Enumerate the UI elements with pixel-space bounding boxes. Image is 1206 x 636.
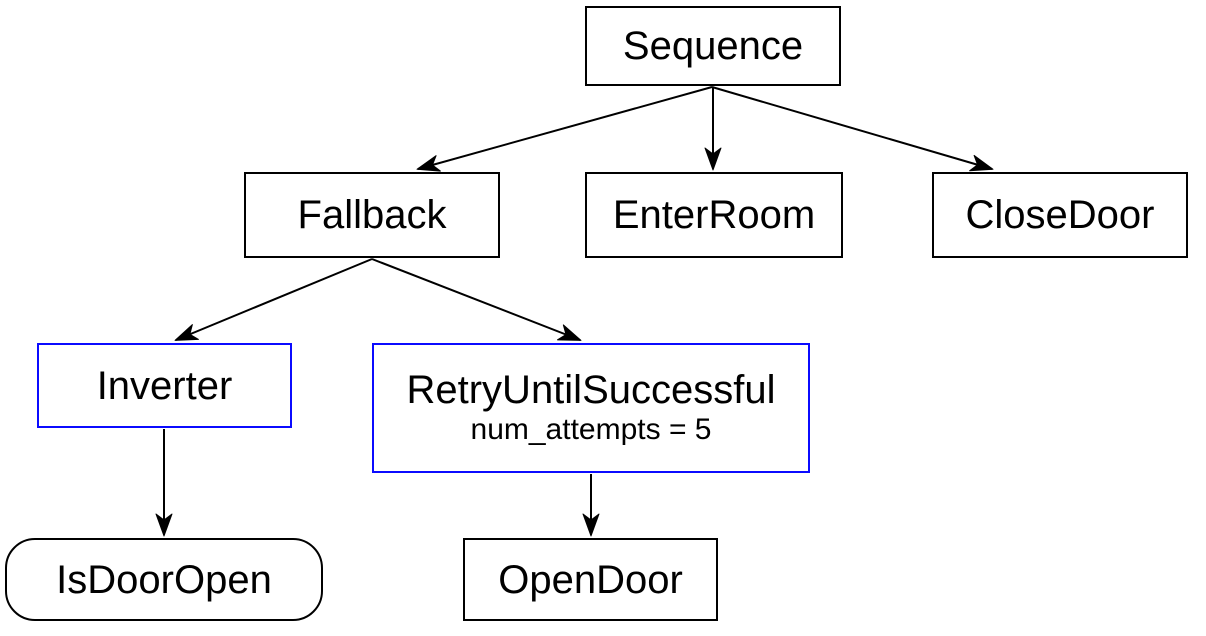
node-is-door-open: IsDoorOpen [5,538,323,621]
node-inverter: Inverter [37,343,292,428]
node-enter-room-label: EnterRoom [612,193,816,237]
node-close-door: CloseDoor [932,172,1188,258]
node-is-door-open-label: IsDoorOpen [56,557,272,602]
node-retry-until-successful: RetryUntilSuccessful num_attempts = 5 [372,343,810,473]
node-retry-param: num_attempts = 5 [470,413,712,446]
edge-sequence-to-closedoor [711,86,994,172]
node-retry-label: RetryUntilSuccessful [406,368,776,412]
node-fallback-label: Fallback [297,193,447,237]
node-inverter-label: Inverter [96,363,233,408]
node-sequence: Sequence [585,6,841,86]
node-fallback: Fallback [244,172,500,258]
node-open-door-label: OpenDoor [498,557,683,602]
edge-sequence-to-fallback [416,86,713,172]
node-open-door: OpenDoor [463,538,718,621]
node-close-door-label: CloseDoor [965,193,1155,237]
node-sequence-label: Sequence [622,24,804,68]
edge-fallback-to-inverter [174,258,373,341]
node-enter-room: EnterRoom [585,172,843,258]
edge-fallback-to-retry [371,258,582,341]
